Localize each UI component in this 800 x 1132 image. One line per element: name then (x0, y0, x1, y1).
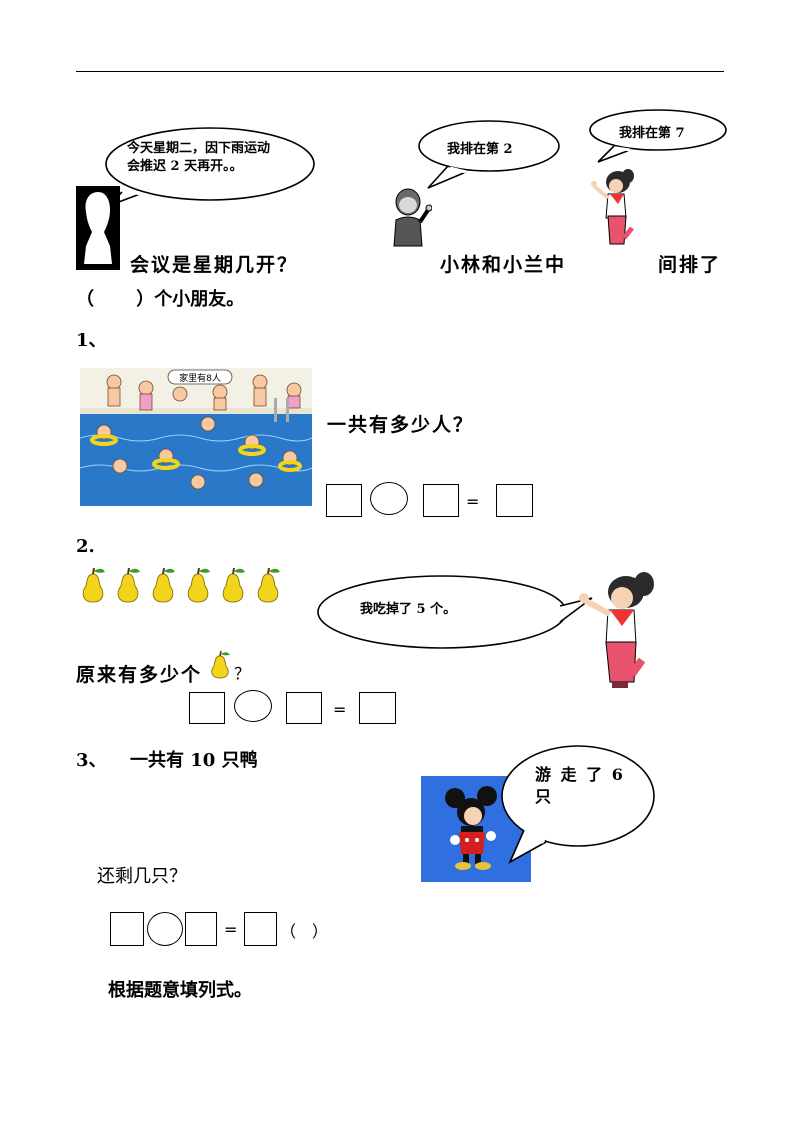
result-box[interactable] (359, 692, 396, 724)
pear-row (78, 566, 283, 604)
pool-sign-text: 家里有8人 (179, 372, 221, 384)
problem-1-question: 一共有多少人？ (327, 414, 475, 436)
weather-speech-bubble (105, 127, 315, 207)
problem-1-label: 1、 (76, 330, 107, 351)
result-box[interactable] (244, 912, 277, 946)
question-between-part1: 小林和小兰中 (440, 254, 567, 276)
result-box[interactable] (496, 484, 533, 517)
problem-2-question-part2: ？ (234, 664, 251, 683)
silhouette-icon (76, 186, 120, 270)
equals-sign: = (333, 700, 347, 719)
answer-box[interactable] (423, 484, 459, 517)
xiaolin-speech-text: 我排在第 2 (447, 142, 513, 157)
equals-sign: = (224, 920, 238, 939)
boy-icon (393, 188, 432, 247)
answer-box[interactable] (286, 692, 322, 724)
question-meeting-day: 会议是星期几开？ (130, 254, 299, 276)
swimming-pool-image: 家里有8人 (80, 368, 312, 506)
ate-speech-text: 我吃掉了 5 个。 (360, 602, 457, 617)
question-between-part3: （ ）个小朋友。 (76, 289, 245, 310)
problem-2-label: 2. (76, 536, 95, 557)
pear-icon (117, 567, 140, 603)
xiaolan-speech-bubble (589, 109, 727, 163)
weather-speech-text: 今天星期二，因下雨运动 会推迟 2 天再开。。 (127, 141, 271, 174)
answer-box[interactable] (189, 692, 225, 724)
header-rule (76, 71, 724, 72)
problem-3-question: 还剩几只？ (97, 866, 187, 887)
pear-icon (82, 567, 105, 603)
xiaolan-speech-text: 我排在第 7 (619, 126, 685, 141)
footer-instruction: 根据题意填列式。 (108, 980, 252, 1001)
operator-circle[interactable] (370, 482, 408, 515)
pear-icon (152, 567, 175, 603)
answer-box[interactable] (110, 912, 144, 946)
pear-icon (211, 650, 230, 679)
girl-icon (591, 169, 634, 245)
ate-speech-bubble (317, 575, 593, 649)
problem-3-label: 3、 (76, 750, 107, 771)
swam-speech-bubble (501, 745, 655, 864)
pear-icon (187, 567, 210, 603)
pear-icon (257, 567, 280, 603)
answer-box[interactable] (185, 912, 217, 946)
swam-speech-text: 游 走 了 6 只 (535, 765, 623, 806)
xiaolin-speech-bubble (418, 120, 560, 189)
problem-3-stem: 一共有 10 只鸭 (130, 750, 258, 771)
girl-icon (579, 572, 654, 688)
answer-box[interactable] (326, 484, 362, 517)
unit-parentheses: （ ） (280, 922, 329, 941)
operator-circle[interactable] (147, 912, 183, 946)
equals-sign: = (466, 492, 480, 511)
pear-icon (222, 567, 245, 603)
problem-2-question-part1: 原来有多少个 (76, 664, 203, 686)
question-between-part2: 间排了 (658, 254, 722, 276)
operator-circle[interactable] (234, 690, 272, 722)
